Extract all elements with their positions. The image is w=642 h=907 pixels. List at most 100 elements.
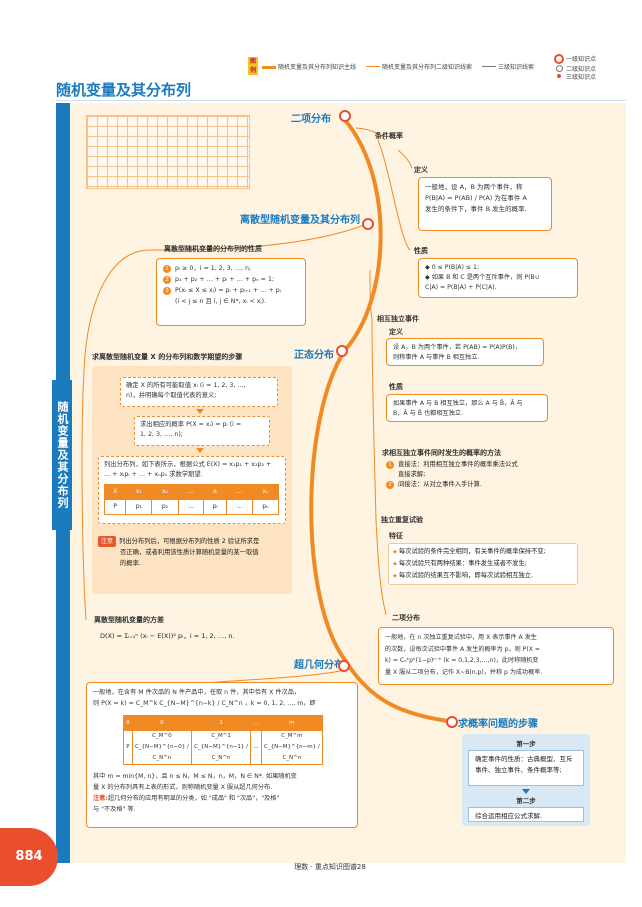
table-cell: p₁: [125, 499, 153, 515]
indep-prop-line1: 如果事件 A 与 B 相互独立，那么 A 与 B̄，Ā 与: [393, 400, 523, 407]
normal-dot-icon: [336, 345, 348, 357]
node-indep: 相互独立事件: [377, 315, 419, 323]
table-cell: …: [177, 499, 205, 515]
table-cell: P: [103, 499, 127, 515]
hyper-line6: 与 "不及格" 等.: [93, 806, 136, 813]
indep-prop-box: 如果事件 A 与 B 相互独立，那么 A 与 B̄，Ā 与 B，Ā 与 B̄ 也…: [386, 394, 548, 422]
hyper-line4: 量 X 的分布列具有上表的形式，则称随机变量 X 服从超几何分布.: [93, 784, 273, 791]
rep-chain-line: [375, 519, 387, 616]
indep-def-box: 设 A，B 为两个事件，若 P(AB) = P(A)P(B)， 则称事件 A 与…: [386, 338, 544, 366]
hyper-dot-icon: [338, 660, 350, 672]
note-line3: 的概率.: [120, 560, 141, 567]
indep-def-line1: 设 A，B 为两个事件，若 P(AB) = P(A)P(B)，: [393, 344, 522, 351]
cond-def-line3: 发生的条件下，事件 B 发生的概率.: [425, 205, 527, 213]
note-tag: 注意: [98, 536, 117, 547]
page-title: 随机变量及其分布列: [56, 81, 192, 99]
node-cond-def: 定义: [414, 166, 428, 174]
table-cell: x₂: [151, 484, 179, 500]
indep-line: [369, 269, 373, 319]
step-first-label: 第一步: [516, 740, 536, 748]
cond-prop-line3: C|A) = P(B|A) + P(C|A).: [425, 284, 497, 291]
rep-feature-2: 每次试验只有两种结果：事件发生或者不发生;: [393, 558, 573, 570]
table-cell: P: [123, 730, 133, 765]
legend-third-text: 三级知识线索: [498, 64, 535, 71]
find-step-3-line1: 列出分布列，如下表所示，根据公式 E(X) = x₁p₁ + x₂p₂ +: [104, 461, 272, 468]
node-steps: 求概率问题的步骤: [458, 719, 538, 730]
discrete-branch-line: [81, 223, 368, 621]
arrow-down-icon: [196, 409, 204, 414]
node-cond-prop: 性质: [414, 247, 428, 255]
page-number: 884: [0, 828, 58, 886]
legend-level2: 二级知识点: [566, 66, 597, 73]
legend-main-line: [262, 66, 276, 69]
node-rep-feat: 特征: [389, 532, 403, 540]
table-cell: …: [177, 484, 205, 500]
note-block: 注意列出分布列后，可根据分布列的性质 2 验证所求是 否正确，或者利用该性质计算…: [98, 536, 288, 569]
rep-feature-3: 每次试验的结果互不影响，即每次试验相互独立.: [393, 570, 573, 582]
hyper-table: X 0 1 … m P C_M^0 C_{N−M}^{n−0} / C_N^n …: [123, 715, 324, 765]
cond-def-line1: 一般地，设 A，B 为两个事件，称: [425, 183, 523, 191]
legend-level3: 三级知识点: [566, 74, 597, 81]
indep-chain-line: [371, 317, 377, 521]
node-discrete: 离散型随机变量及其分布列: [240, 215, 360, 226]
node-variance: 离散型随机变量的方差: [94, 616, 164, 624]
find-step-3: 列出分布列，如下表所示，根据公式 E(X) = x₁p₁ + x₂p₂ + … …: [98, 456, 286, 524]
find-step-1: 确定 X 的所有可能取值 xᵢ (i = 1, 2, 3, …, n)，并明确每…: [120, 377, 278, 407]
binom-line1: 一般地，在 n 次独立重复试验中，用 X 表示事件 A 发生: [385, 634, 537, 641]
node-find-dist: 求离散型随机变量 X 的分布列和数学期望的步骤: [92, 353, 243, 361]
find-step-1-line2: n)，并明确每个取值代表的意义;: [126, 392, 217, 399]
cond-def-line2: P(B|A) = P(AB) / P(A) 为在事件 A: [425, 194, 527, 202]
binom-line2: 的次数，设每次试验中事件 A 发生的概率为 p，则 P(X =: [385, 645, 540, 653]
table-cell: …: [250, 730, 262, 765]
legend-main-text: 随机变量及其分布列知识主线: [278, 64, 357, 71]
table-row: X x₁ x₂ … xᵢ … xₙ: [103, 484, 280, 500]
binomial-dot-icon: [339, 110, 351, 122]
note-line2: 否正确，或者利用该性质计算随机变量的某一取值: [120, 549, 259, 556]
node-normal: 正态分布: [294, 350, 334, 361]
node-indep-prop: 性质: [389, 383, 403, 391]
node-hyper: 超几何分布: [294, 660, 344, 671]
table-cell: X: [123, 715, 133, 731]
table-cell: 1: [190, 715, 252, 731]
cond-def-line: [397, 149, 413, 169]
hyper-box: 一般地，在含有 M 件次品的 N 件产品中，任取 n 件，其中恰有 X 件次品，…: [86, 682, 358, 828]
title-divider: [56, 100, 626, 101]
dist-prop-3-cont: (i < j ≤ n 且 i, j ∈ N*, xᵢ < xⱼ).: [175, 298, 267, 305]
table-cell: …: [226, 484, 253, 500]
level1-dot-icon: [554, 54, 564, 64]
legend-tag: 图例: [248, 57, 258, 75]
arrow-down-icon: [522, 789, 530, 794]
table-row: P p₁ p₂ … pᵢ … pₙ: [103, 499, 280, 515]
table-cell: …: [250, 715, 262, 731]
binom-line4: 量 X 服从二项分布，记作 X~B(n,p)，并称 p 为成功概率.: [385, 668, 543, 676]
legend-second-line: [366, 66, 380, 67]
hyper-note-tag: 注意:: [93, 795, 108, 802]
cond-line: [355, 127, 386, 141]
node-indep-method: 求相互独立事件同时发生的概率的方法: [382, 449, 501, 457]
hyper-line1: 一般地，在含有 M 件次品的 N 件产品中，任取 n 件，其中恰有 X 件次品，: [93, 689, 301, 696]
arrow-down-icon: [196, 448, 204, 453]
table-cell: C_M^1 C_{N−M}^{n−1} / C_N^n: [190, 730, 252, 765]
table-cell: X: [103, 484, 127, 500]
cond-prop-line: [377, 139, 411, 251]
hyper-line3: 其中 m = min{M, n}，且 n ≤ N，M ≤ N，n，M，N ∈ N…: [93, 773, 297, 780]
table-cell: x₁: [125, 484, 153, 500]
node-binom2: 二项分布: [392, 614, 420, 622]
table-cell: pᵢ: [203, 499, 228, 515]
cond-def-box: 一般地，设 A，B 为两个事件，称 P(B|A) = P(AB) / P(A) …: [418, 177, 552, 231]
step-second-box: 综合运用相应公式求解.: [468, 807, 584, 822]
find-step-3-line2: … + xᵢpᵢ + … + xₙpₙ 求数学期望.: [104, 471, 203, 478]
table-cell: …: [226, 499, 253, 515]
node-cond: 条件概率: [375, 132, 403, 140]
note-line1: 列出分布列后，可根据分布列的性质 2 验证所求是: [119, 538, 260, 545]
table-cell: p₂: [151, 499, 179, 515]
legend-second-text: 随机变量及其分布列二级知识线索: [382, 64, 473, 71]
step-first-box: 确定事件的性质：古典概型、互斥事件、独立事件、条件概率等;: [468, 750, 584, 786]
legend-third-line: [482, 66, 496, 67]
